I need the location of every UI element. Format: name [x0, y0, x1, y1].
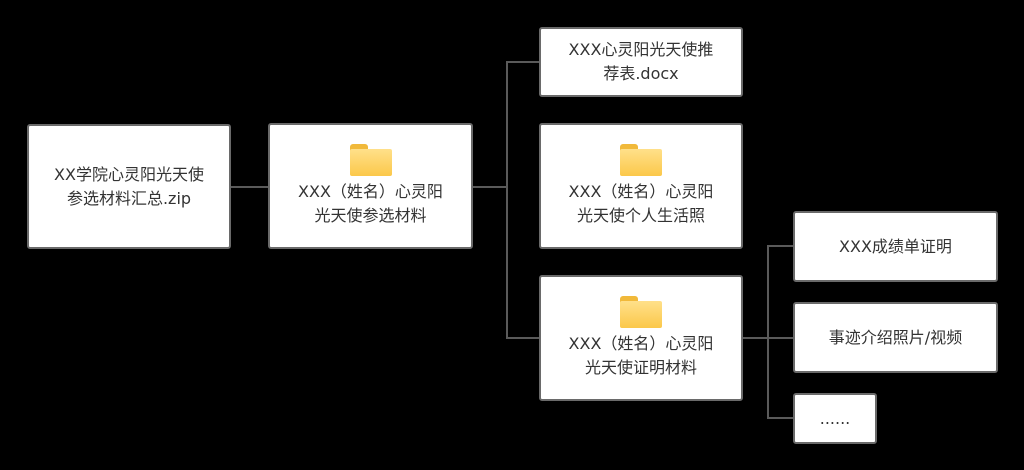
- node-label-line: XXX（姓名）心灵阳: [298, 182, 443, 201]
- node-label: XXX成绩单证明: [839, 236, 952, 256]
- connector-branch-1: [506, 61, 540, 63]
- node-label-line: 光天使参选材料: [314, 206, 427, 225]
- connector-folder-trunk: [472, 186, 508, 188]
- connector-proof-1: [767, 245, 794, 247]
- folder-icon: [620, 296, 662, 328]
- connector-proof-vertical: [767, 245, 769, 419]
- node-label: 事迹介绍照片/视频: [828, 327, 963, 347]
- transcript-node: XXX成绩单证明: [793, 211, 998, 282]
- node-label-line: 参选材料汇总.zip: [66, 188, 192, 208]
- node-label-line: 荐表.docx: [603, 64, 679, 83]
- story-media-node: 事迹介绍照片/视频: [793, 302, 998, 373]
- node-label-line: XX学院心灵阳光天使: [54, 164, 204, 184]
- folder-icon: [620, 144, 662, 176]
- connector-trunk: [506, 61, 508, 339]
- connector-branch-3: [506, 337, 540, 339]
- connector-root-folder: [230, 186, 269, 188]
- folder-icon: [349, 144, 392, 176]
- node-label: ......: [819, 408, 851, 428]
- life-photos-folder-node: XXX（姓名）心灵阳 光天使个人生活照: [539, 123, 743, 249]
- node-label-line: XXX（姓名）心灵阳: [568, 182, 714, 201]
- connector-proof-2: [767, 337, 794, 339]
- root-zip-node: XX学院心灵阳光天使 参选材料汇总.zip: [27, 124, 231, 249]
- more-items-node: ......: [793, 393, 877, 444]
- proof-materials-folder-node: XXX（姓名）心灵阳 光天使证明材料: [539, 275, 743, 401]
- connector-proof-trunk: [742, 337, 769, 339]
- node-label-line: XXX（姓名）心灵阳: [568, 334, 714, 353]
- node-label-line: 光天使个人生活照: [576, 206, 705, 225]
- recommendation-form-node: XXX心灵阳光天使推 荐表.docx: [539, 27, 743, 97]
- node-label-line: XXX心灵阳光天使推: [568, 40, 714, 59]
- node-label-line: 光天使证明材料: [584, 358, 697, 377]
- connector-proof-3: [767, 417, 794, 419]
- candidate-folder-node: XXX（姓名）心灵阳 光天使参选材料: [268, 123, 473, 249]
